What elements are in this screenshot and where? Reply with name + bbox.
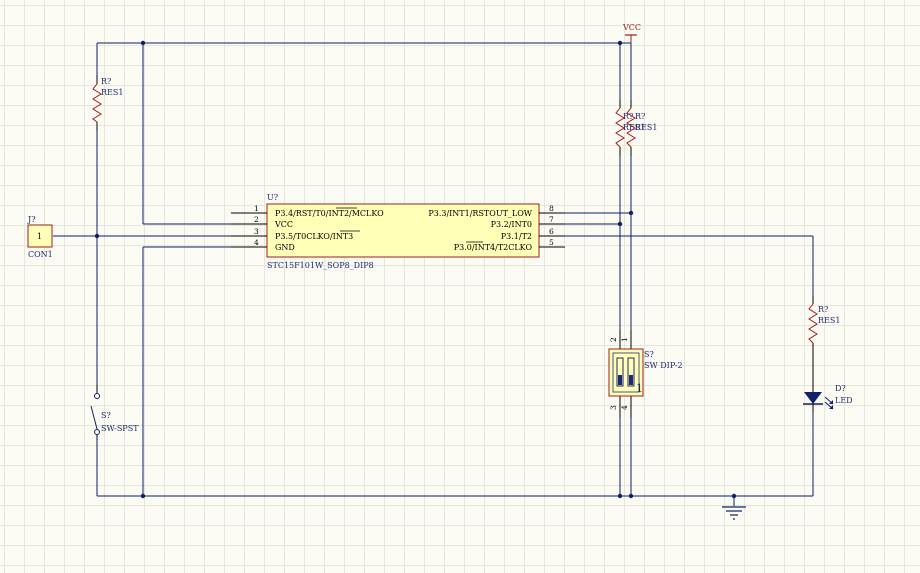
junction-dot <box>140 40 146 46</box>
resistor-value: RES1 <box>635 123 657 132</box>
ic-pin-number: 8 <box>549 204 554 213</box>
ic-name: STC15F101W_SOP8_DIP8 <box>267 261 374 270</box>
junction-dot <box>628 210 634 216</box>
junction-dot <box>617 493 623 499</box>
resistor-designator: R? <box>623 112 633 121</box>
resistor-left[interactable]: R? RES1 <box>92 75 123 131</box>
switch-spst[interactable]: S? SW-SPST <box>90 385 139 440</box>
connector-body <box>27 224 53 248</box>
ground-symbol[interactable] <box>722 506 746 520</box>
ic-pin-label: P3.1/T2 <box>501 232 532 241</box>
dip-pin-number: 4 <box>620 405 629 410</box>
dip-designator: S? <box>644 350 654 359</box>
ic-pin-label: P3.0/INT4/T2CLKO <box>454 243 533 252</box>
junction-dot <box>617 40 623 46</box>
resistor-value: RES1 <box>101 88 123 97</box>
ic-pin-number: 3 <box>254 227 259 236</box>
dip-name: SW DIP-2 <box>644 361 683 370</box>
ic-pin-number: 6 <box>549 227 554 236</box>
resistor-designator: R? <box>101 77 111 86</box>
led-name: LED <box>835 396 853 405</box>
ic-body <box>266 203 540 258</box>
resistor-symbol <box>808 303 818 344</box>
ic-pin-label: P3.5/T0CLKO/INT3 <box>275 232 353 241</box>
resistor-designator: R? <box>818 305 828 314</box>
connector-j[interactable]: J? 1 CON1 <box>27 215 53 259</box>
vcc-label: VCC <box>622 23 641 32</box>
junction-dot <box>731 493 737 499</box>
junction-dot <box>628 493 634 499</box>
connector-pin-number: 1 <box>37 232 42 241</box>
junction-dot <box>617 221 623 227</box>
switch-designator: S? <box>101 411 111 420</box>
resistor-symbol <box>92 83 102 123</box>
resistor-mid-b[interactable]: R? RES1 <box>626 100 657 156</box>
dip-body <box>608 348 644 397</box>
dip-pin-number: 2 <box>609 337 618 342</box>
ic-pin-number: 2 <box>254 215 259 224</box>
ic-designator: U? <box>267 193 278 202</box>
ic-pin-label: P3.2/INT0 <box>491 220 532 229</box>
ic-pin-number: 7 <box>549 215 554 224</box>
ic-pin-label: P3.4/RST/T0/INT2/MCLKO <box>275 209 384 218</box>
dip-pin-number: 3 <box>609 405 618 410</box>
connector-designator: J? <box>27 215 36 224</box>
resistor-designator: R? <box>635 112 645 121</box>
ic-u[interactable]: U? 1 2 3 4 P3.4/RST/T0/INT2/MCLKO VCC P3… <box>231 193 565 270</box>
wire-network <box>53 35 814 506</box>
connector-name: CON1 <box>28 250 53 259</box>
led-designator: D? <box>835 384 846 393</box>
resistor-symbol <box>615 107 625 148</box>
ic-pin-number: 4 <box>254 238 259 247</box>
resistor-symbol <box>626 107 636 148</box>
dip-pin-number: 1 <box>620 337 629 342</box>
junctions <box>94 40 737 499</box>
ic-pin-label: GND <box>275 243 295 252</box>
junction-dot <box>140 493 146 499</box>
resistor-value: RES1 <box>818 316 840 325</box>
dip-switch[interactable]: 1 2 1 3 4 S? SW DIP-2 <box>608 330 683 418</box>
ic-pin-label: VCC <box>274 220 293 229</box>
vcc-power-port[interactable]: VCC <box>622 23 641 43</box>
ic-pin-number: 1 <box>254 204 259 213</box>
led-diode-triangle <box>804 392 822 404</box>
led[interactable]: D? LED <box>803 352 853 412</box>
switch-name: SW-SPST <box>101 424 139 433</box>
ic-pin-label: P3.3/INT1/RSTOUT_LOW <box>428 209 532 218</box>
dip-body-mark: 1 <box>636 382 643 395</box>
resistor-led[interactable]: R? RES1 <box>808 296 840 352</box>
ic-pin-number: 5 <box>549 238 554 247</box>
junction-dot <box>94 233 100 239</box>
switch-lever <box>90 405 98 430</box>
